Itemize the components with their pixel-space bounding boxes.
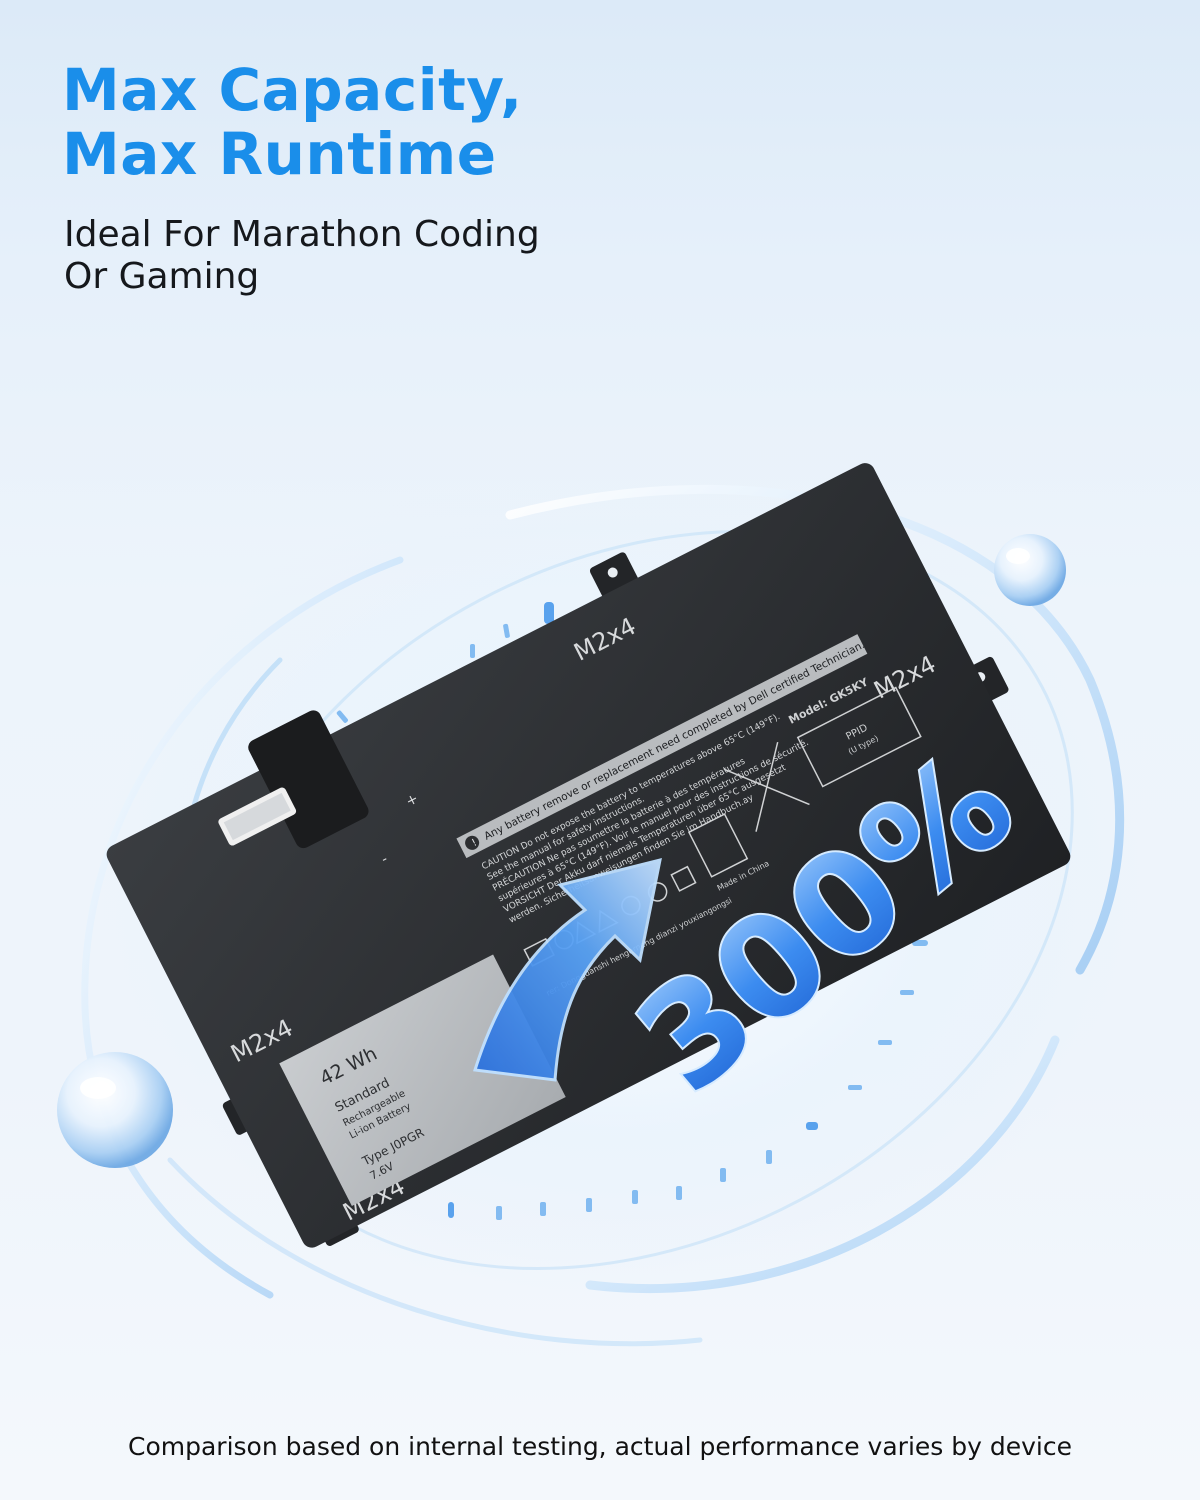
footnote: Comparison based on internal testing, ac…: [128, 1432, 1072, 1461]
battery-cable: [218, 710, 369, 849]
arrow-up-icon: [473, 857, 662, 1082]
product-scene: M2x4 M2x4 M2x4 M2x4 + - 42 Wh Standard R…: [0, 380, 1200, 1420]
svg-text:!: !: [470, 837, 479, 849]
subheadline-line-2: Or Gaming: [64, 256, 260, 297]
headline-line-1: Max Capacity,: [62, 56, 523, 124]
weee-bin-icon: [723, 741, 810, 832]
compliance-icon: [670, 865, 697, 892]
subheadline: Ideal For Marathon Coding Or Gaming: [64, 214, 540, 298]
minus-terminal: -: [379, 851, 391, 868]
headline: Max Capacity, Max Runtime: [62, 58, 523, 186]
headline-line-2: Max Runtime: [62, 120, 497, 188]
water-droplet-icon-2: [57, 1052, 173, 1168]
subheadline-line-1: Ideal For Marathon Coding: [64, 214, 540, 255]
product-illustration: M2x4 M2x4 M2x4 M2x4 + - 42 Wh Standard R…: [57, 460, 1140, 1347]
recycle-icon: [687, 813, 749, 878]
water-droplet-icon: [994, 534, 1066, 606]
